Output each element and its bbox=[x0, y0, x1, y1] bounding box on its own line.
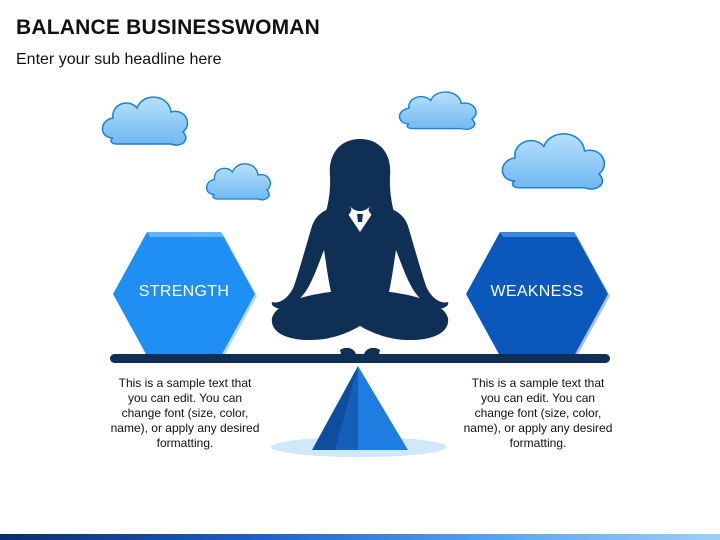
weakness-hexagon bbox=[466, 232, 610, 358]
fulcrum bbox=[312, 366, 408, 450]
page-title: BALANCE BUSINESSWOMAN bbox=[16, 16, 321, 39]
weakness-description: This is a sample text that you can edit.… bbox=[463, 376, 613, 450]
page-subtitle: Enter your sub headline here bbox=[16, 51, 222, 68]
strength-label: STRENGTH bbox=[138, 283, 230, 300]
cloud-icon bbox=[101, 96, 189, 146]
strength-description: This is a sample text that you can edit.… bbox=[110, 376, 260, 450]
footer-bar bbox=[0, 534, 720, 540]
businesswoman-figure bbox=[271, 139, 449, 358]
strength-hexagon bbox=[113, 232, 257, 358]
weakness-label: WEAKNESS bbox=[490, 283, 584, 300]
cloud-icon bbox=[205, 163, 271, 201]
balance-beam bbox=[110, 354, 610, 363]
shirt-collar bbox=[350, 206, 370, 232]
cloud-icon bbox=[501, 133, 605, 190]
cloud-icon bbox=[398, 91, 477, 130]
